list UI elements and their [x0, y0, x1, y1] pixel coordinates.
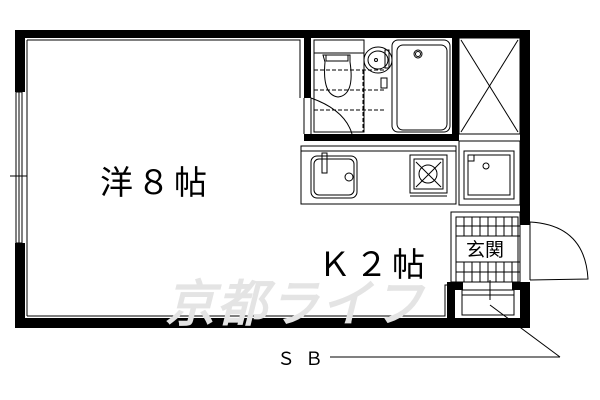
entrance-tiles — [450, 211, 589, 283]
washing-machine — [463, 150, 515, 200]
shoe-box — [330, 280, 561, 358]
western-room-label: 洋８帖 — [100, 163, 211, 202]
kitchen-counter — [300, 145, 457, 205]
entrance-label: 玄関 — [466, 239, 505, 261]
watermark: 京都ライフ — [165, 275, 425, 333]
bathtub — [391, 39, 451, 133]
closet — [458, 37, 521, 206]
walls — [15, 30, 530, 328]
kitchen-label: Ｋ２帖 — [318, 245, 429, 284]
toilet-area — [313, 39, 393, 133]
shoe-box-label: ＳＢ — [277, 349, 333, 370]
